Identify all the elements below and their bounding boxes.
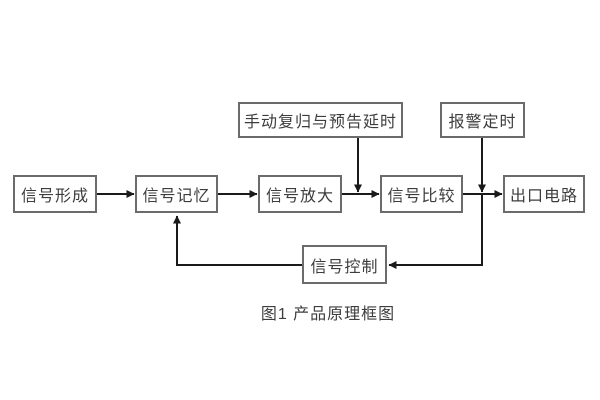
node-signal-compare: 信号比较 <box>380 175 463 213</box>
edge-junction-to-control <box>388 195 483 269</box>
node-output-circuit: 出口电路 <box>503 175 585 213</box>
edge-control-to-memory <box>173 215 302 266</box>
node-alarm-timing: 报警定时 <box>440 102 525 138</box>
node-signal-amplify: 信号放大 <box>258 175 342 213</box>
node-manual-reset-delay: 手动复归与预告延时 <box>238 102 403 138</box>
node-signal-memory: 信号记忆 <box>135 175 218 213</box>
figure-caption: 图1 产品原理框图 <box>260 306 396 323</box>
node-signal-forming: 信号形成 <box>13 175 97 213</box>
node-signal-control: 信号控制 <box>302 245 387 284</box>
